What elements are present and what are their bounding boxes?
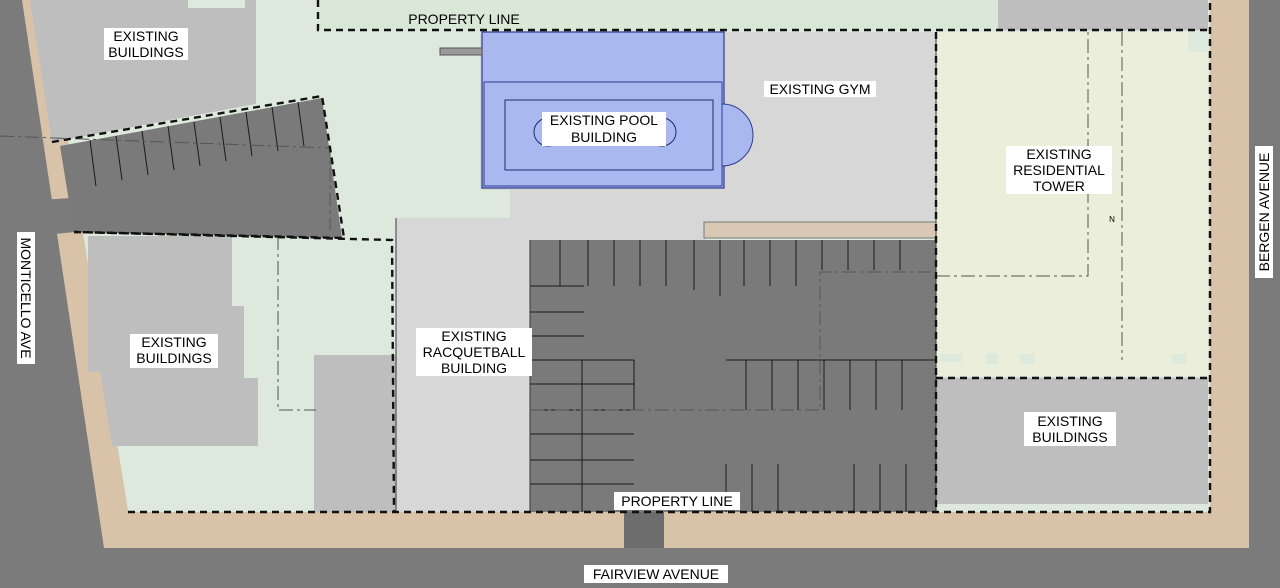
existing-buildings-se-line1: EXISTING (1037, 413, 1102, 429)
residential-line2: RESIDENTIAL (1013, 162, 1105, 178)
sidewalk-bergen (1210, 0, 1249, 548)
existing-buildings-nw-line2: BUILDINGS (108, 44, 183, 60)
street-label-bergen: BERGEN AVENUE (1255, 146, 1273, 278)
racquetball-line2: RACQUETBALL (423, 344, 526, 360)
residential-notches (940, 354, 1186, 364)
parking-nw (60, 98, 342, 238)
label-existing-buildings-nw: EXISTING BUILDINGS (104, 28, 188, 60)
driveway (624, 512, 664, 548)
north-building-ne (998, 0, 1208, 30)
street-monticello-text: MONTICELLO AVE (18, 237, 34, 358)
building-residential (936, 32, 1208, 376)
label-property-line-top: PROPERTY LINE (408, 11, 520, 27)
street-label-monticello: MONTICELLO AVE (17, 232, 35, 364)
property-line-top-text: PROPERTY LINE (408, 11, 520, 27)
sidewalk-fairview (104, 512, 1249, 548)
street-bergen-text: BERGEN AVENUE (1256, 153, 1272, 272)
pool-vent (439, 47, 483, 56)
street-label-fairview: FAIRVIEW AVENUE (584, 565, 728, 583)
property-line-bottom-text: PROPERTY LINE (621, 493, 733, 509)
gym-line1: EXISTING GYM (769, 81, 870, 97)
label-gym: EXISTING GYM (764, 81, 876, 97)
racquetball-line1: EXISTING (441, 328, 506, 344)
existing-buildings-w-line1: EXISTING (141, 334, 206, 350)
pool-building-line2: BUILDING (571, 129, 637, 145)
residential-line3: TOWER (1033, 178, 1085, 194)
existing-buildings-se-line2: BUILDINGS (1032, 429, 1107, 445)
pool-apse (721, 103, 754, 167)
sidewalk-monticello (22, 0, 128, 548)
label-residential-tower: EXISTING RESIDENTIAL TOWER (1006, 146, 1112, 194)
north-lawn (318, 0, 998, 30)
label-pool-building: EXISTING POOL BUILDING (542, 112, 666, 146)
building-small-sw (314, 355, 396, 512)
racquetball-line3: BUILDING (441, 360, 507, 376)
existing-buildings-w-line2: BUILDINGS (136, 350, 211, 366)
parking-stalls (89, 101, 936, 512)
street-fairview-text: FAIRVIEW AVENUE (593, 566, 719, 582)
label-existing-buildings-w: EXISTING BUILDINGS (130, 334, 218, 368)
label-racquetball-building: EXISTING RACQUETBALL BUILDING (416, 328, 532, 376)
pool-basin (504, 99, 714, 171)
residential-line1: EXISTING (1026, 146, 1091, 162)
parking-main (530, 240, 936, 512)
label-property-line-bottom: PROPERTY LINE (614, 492, 740, 510)
property-lines (51, 0, 1212, 514)
north-marker: N (1109, 215, 1115, 224)
building-nw (30, 0, 256, 142)
existing-buildings-nw-line1: EXISTING (113, 28, 178, 44)
pool-building-line1: EXISTING POOL (550, 112, 658, 128)
west-crossing (42, 198, 74, 235)
label-existing-buildings-se: EXISTING BUILDINGS (1024, 412, 1116, 446)
building-pool (481, 31, 725, 189)
gym-ramp (703, 221, 937, 239)
